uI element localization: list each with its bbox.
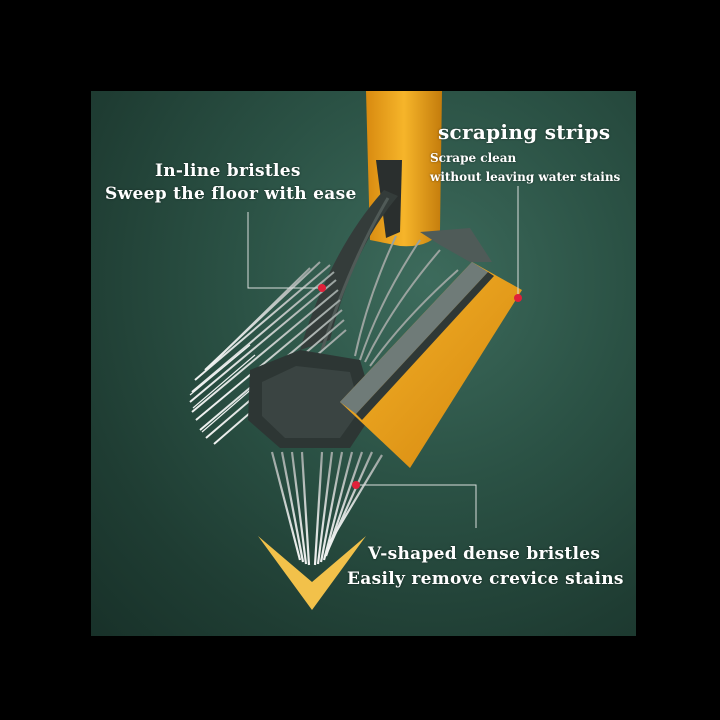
leader-inline bbox=[247, 212, 322, 289]
vshaped-bristles-subtitle: Easily remove crevice stains bbox=[347, 569, 624, 589]
marker-scrape bbox=[514, 294, 522, 302]
inline-bristles-title: In-line bristles bbox=[155, 161, 301, 181]
inline-bristles-subtitle: Sweep the floor with ease bbox=[105, 184, 357, 204]
upper-bristles bbox=[354, 235, 459, 367]
leader-vshaped bbox=[356, 484, 477, 528]
scraper-strip bbox=[340, 228, 522, 468]
marker-vshaped bbox=[352, 481, 360, 489]
scraping-strips-line2: without leaving water stains bbox=[430, 170, 621, 184]
v-chevron bbox=[258, 536, 366, 610]
scraping-strips-title: scraping strips bbox=[438, 120, 611, 144]
marker-inline bbox=[318, 284, 326, 292]
vshaped-bristles-title: V-shaped dense bristles bbox=[368, 544, 601, 564]
scraping-strips-line1: Scrape clean bbox=[430, 151, 517, 165]
product-panel bbox=[91, 91, 636, 636]
v-shaped-bristles bbox=[270, 451, 383, 566]
brush-neck bbox=[300, 190, 398, 350]
